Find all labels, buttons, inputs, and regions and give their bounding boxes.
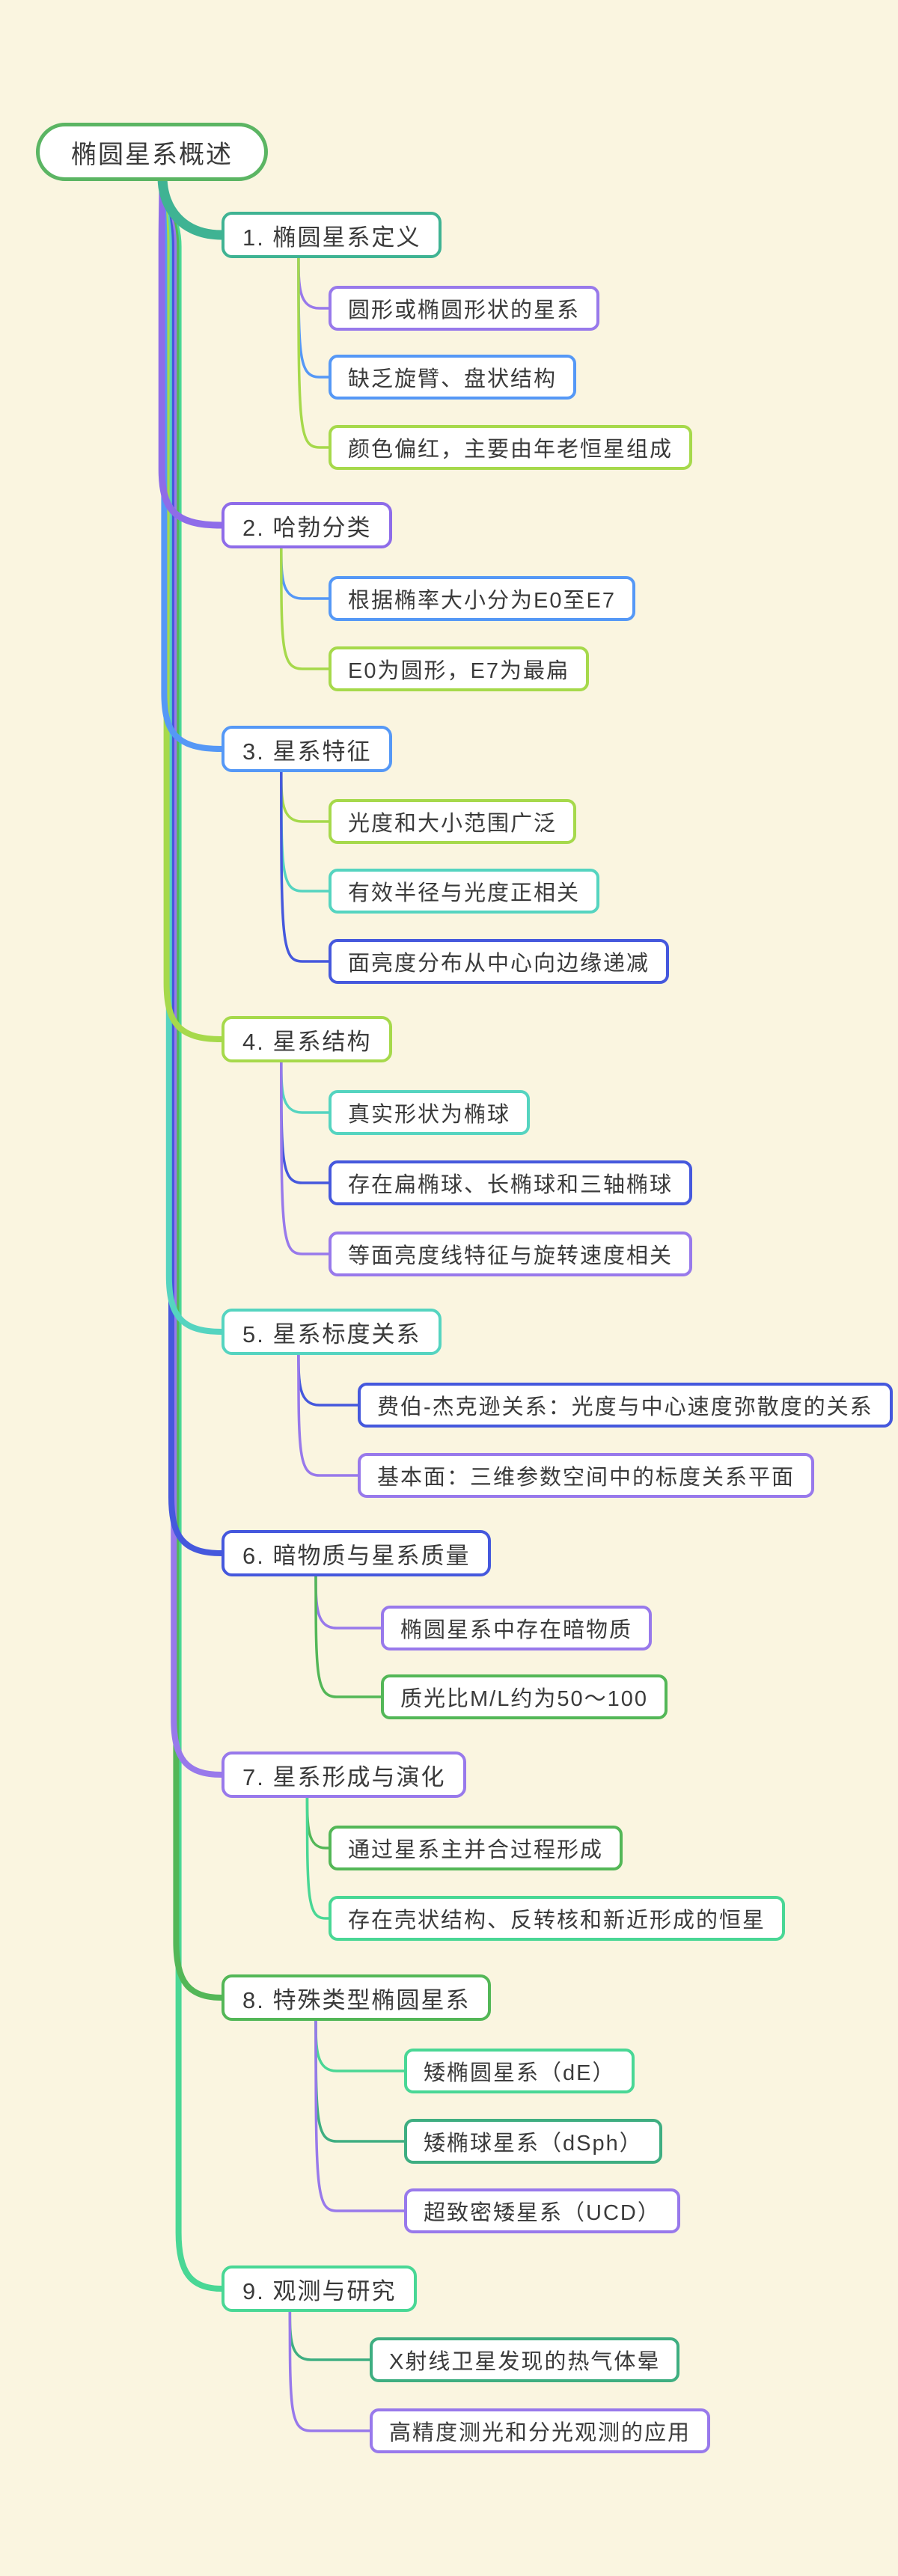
connector-line: [297, 1351, 359, 1477]
child-node-4-1[interactable]: 真实形状为椭球: [329, 1090, 531, 1135]
child-node-4-3[interactable]: 等面亮度线特征与旋转速度相关: [329, 1232, 693, 1276]
connector-line: [280, 768, 330, 963]
child-node-9-2[interactable]: 高精度测光和分光观测的应用: [370, 2408, 711, 2453]
branch-node-9[interactable]: 9. 观测与研究: [222, 2266, 418, 2312]
connector-line: [280, 768, 330, 893]
connector-line: [159, 174, 224, 1335]
child-node-8-3[interactable]: 超致密矮星系（UCD）: [404, 2188, 680, 2233]
connector-line: [314, 1573, 382, 1698]
connector-line: [314, 2017, 406, 2143]
connector-line: [297, 254, 330, 379]
connector-line: [305, 1794, 330, 1920]
connector-line: [280, 1059, 330, 1114]
branch-node-2[interactable]: 2. 哈勃分类: [222, 502, 393, 548]
root-node[interactable]: 椭圆星系概述: [36, 123, 268, 181]
child-node-8-2[interactable]: 矮椭球星系（dSph）: [404, 2119, 662, 2164]
branch-node-8[interactable]: 8. 特殊类型椭圆星系: [222, 1974, 492, 2021]
connector-line: [280, 768, 330, 823]
branch-node-6[interactable]: 6. 暗物质与星系质量: [222, 1530, 492, 1576]
connector-line: [280, 1059, 330, 1255]
branch-node-7[interactable]: 7. 星系形成与演化: [222, 1752, 467, 1798]
connector-line: [288, 2308, 371, 2361]
child-node-2-2[interactable]: E0为圆形，E7为最扁: [329, 646, 589, 691]
connector-line: [297, 1351, 359, 1407]
connector-line: [297, 254, 330, 310]
connector-line: [305, 1794, 330, 1850]
child-node-6-2[interactable]: 质光比M/L约为50～100: [381, 1674, 668, 1719]
child-node-5-1[interactable]: 费伯-杰克逊关系：光度与中心速度弥散度的关系: [358, 1383, 893, 1428]
connector-line: [314, 2017, 406, 2072]
connector-line: [280, 1059, 330, 1184]
child-node-1-3[interactable]: 颜色偏红，主要由年老恒星组成: [329, 425, 693, 470]
connector-line: [280, 545, 330, 670]
child-node-4-2[interactable]: 存在扁椭球、长椭球和三轴椭球: [329, 1160, 693, 1205]
connector-line: [157, 171, 227, 240]
connector-line: [280, 545, 330, 600]
child-node-7-1[interactable]: 通过星系主并合过程形成: [329, 1826, 623, 1870]
connector-line: [297, 254, 330, 449]
branch-node-4[interactable]: 4. 星系结构: [222, 1016, 393, 1062]
child-node-9-1[interactable]: X射线卫星发现的热气体晕: [370, 2337, 680, 2382]
child-node-5-2[interactable]: 基本面：三维参数空间中的标度关系平面: [358, 1453, 815, 1498]
child-node-1-1[interactable]: 圆形或椭圆形状的星系: [329, 286, 600, 331]
connector-line: [158, 173, 225, 529]
connector-line: [314, 2017, 406, 2212]
branch-node-3[interactable]: 3. 星系特征: [222, 726, 393, 772]
child-node-8-1[interactable]: 矮椭圆星系（dE）: [404, 2049, 635, 2093]
connector-line: [288, 2308, 371, 2432]
child-node-6-1[interactable]: 椭圆星系中存在暗物质: [381, 1606, 653, 1650]
child-node-3-2[interactable]: 有效半径与光度正相关: [329, 869, 600, 914]
child-node-3-1[interactable]: 光度和大小范围广泛: [329, 799, 577, 844]
child-node-1-2[interactable]: 缺乏旋臂、盘状结构: [329, 355, 577, 400]
branch-node-1[interactable]: 1. 椭圆星系定义: [222, 212, 442, 258]
branch-node-5[interactable]: 5. 星系标度关系: [222, 1309, 442, 1355]
connector-line: [314, 1573, 382, 1630]
child-node-7-2[interactable]: 存在壳状结构、反转核和新近形成的恒星: [329, 1896, 786, 1941]
child-node-3-3[interactable]: 面亮度分布从中心向边缘递减: [329, 939, 670, 984]
child-node-2-1[interactable]: 根据椭率大小分为E0至E7: [329, 576, 635, 621]
